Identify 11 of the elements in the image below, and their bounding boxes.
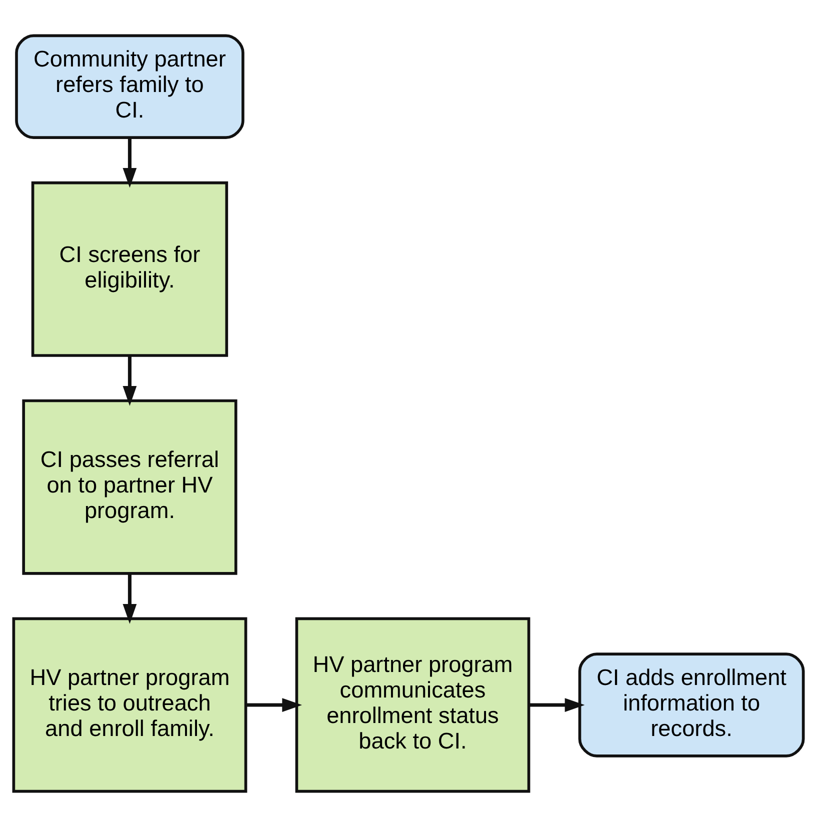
node-box: CI screens for eligibility. — [31, 181, 228, 357]
node-box: CI passes referral on to partner HV program. — [22, 399, 238, 575]
node-box: HV partner program communicates enrollment status back to CI. — [295, 617, 530, 793]
arrow — [122, 138, 137, 188]
arrow — [122, 356, 137, 406]
node-box: HV partner program tries to outreach and enroll family. — [12, 617, 248, 793]
node-box: CI adds enrollment information to records. — [578, 652, 805, 758]
arrow — [122, 574, 137, 624]
arrow — [529, 698, 585, 712]
node-box: Community partner refers family to CI. — [15, 34, 244, 139]
arrow — [246, 698, 302, 712]
